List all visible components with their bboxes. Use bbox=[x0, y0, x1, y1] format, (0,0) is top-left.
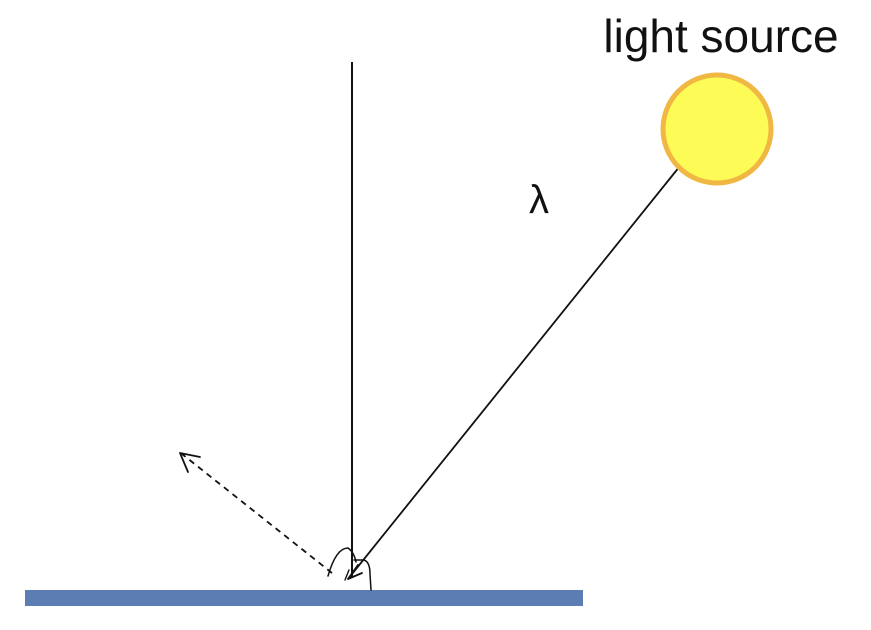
incident-ray-arrowhead bbox=[347, 564, 363, 580]
angle-mark-small-tick bbox=[344, 569, 350, 581]
reflected-ray-dashed bbox=[181, 453, 333, 574]
incident-ray bbox=[347, 165, 681, 580]
angle-mark-reflection bbox=[327, 547, 357, 577]
wavelength-symbol: λ bbox=[529, 178, 549, 222]
angle-mark-incidence bbox=[353, 559, 372, 591]
reflected-ray-arrowhead bbox=[179, 452, 201, 473]
light-source-circle bbox=[660, 72, 774, 186]
light-source-label: light source bbox=[603, 10, 838, 62]
reflecting-surface bbox=[25, 590, 583, 606]
